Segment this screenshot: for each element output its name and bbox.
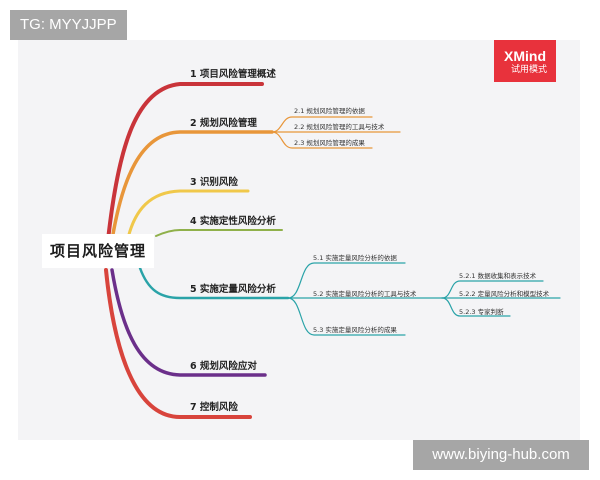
watermark-bottom-right: www.biying-hub.com [413,440,589,470]
topic-5-2-1[interactable]: 5.2.1 数据收集和表示技术 [459,272,537,280]
topic-5[interactable]: 5 实施定量风险分析 [190,284,276,295]
root-topic[interactable]: 项目风险管理 [42,234,154,268]
topic-3[interactable]: 3 识别风险 [190,177,238,188]
topic-7[interactable]: 7 控制风险 [190,402,238,413]
topic-5-2[interactable]: 5.2 实施定量风险分析的工具与技术 [313,290,417,298]
topic-5-1[interactable]: 5.1 实施定量风险分析的依据 [313,254,397,262]
watermark-top-left: TG: MYYJJPP [10,10,127,40]
xmind-trial-badge[interactable]: XMind 试用模式 [494,40,556,82]
topic-1[interactable]: 1 项目风险管理概述 [190,69,276,80]
topic-5-3[interactable]: 5.3 实施定量风险分析的成果 [313,326,397,334]
trial-mode-label: 试用模式 [510,65,547,75]
topic-2[interactable]: 2 规划风险管理 [190,118,257,129]
topic-5-2-2[interactable]: 5.2.2 定量风险分析和模型技术 [459,290,550,298]
topic-6[interactable]: 6 规划风险应对 [190,361,257,372]
topic-2-2[interactable]: 2.2 规划风险管理的工具与技术 [294,123,385,131]
xmind-logo-text: XMind [504,48,546,64]
topic-5-2-3[interactable]: 5.2.3 专家判断 [459,308,504,316]
topic-2-1[interactable]: 2.1 规划风险管理的依据 [294,107,365,115]
topic-4[interactable]: 4 实施定性风险分析 [190,216,276,227]
topic-2-3[interactable]: 2.3 规划风险管理的成果 [294,139,365,147]
